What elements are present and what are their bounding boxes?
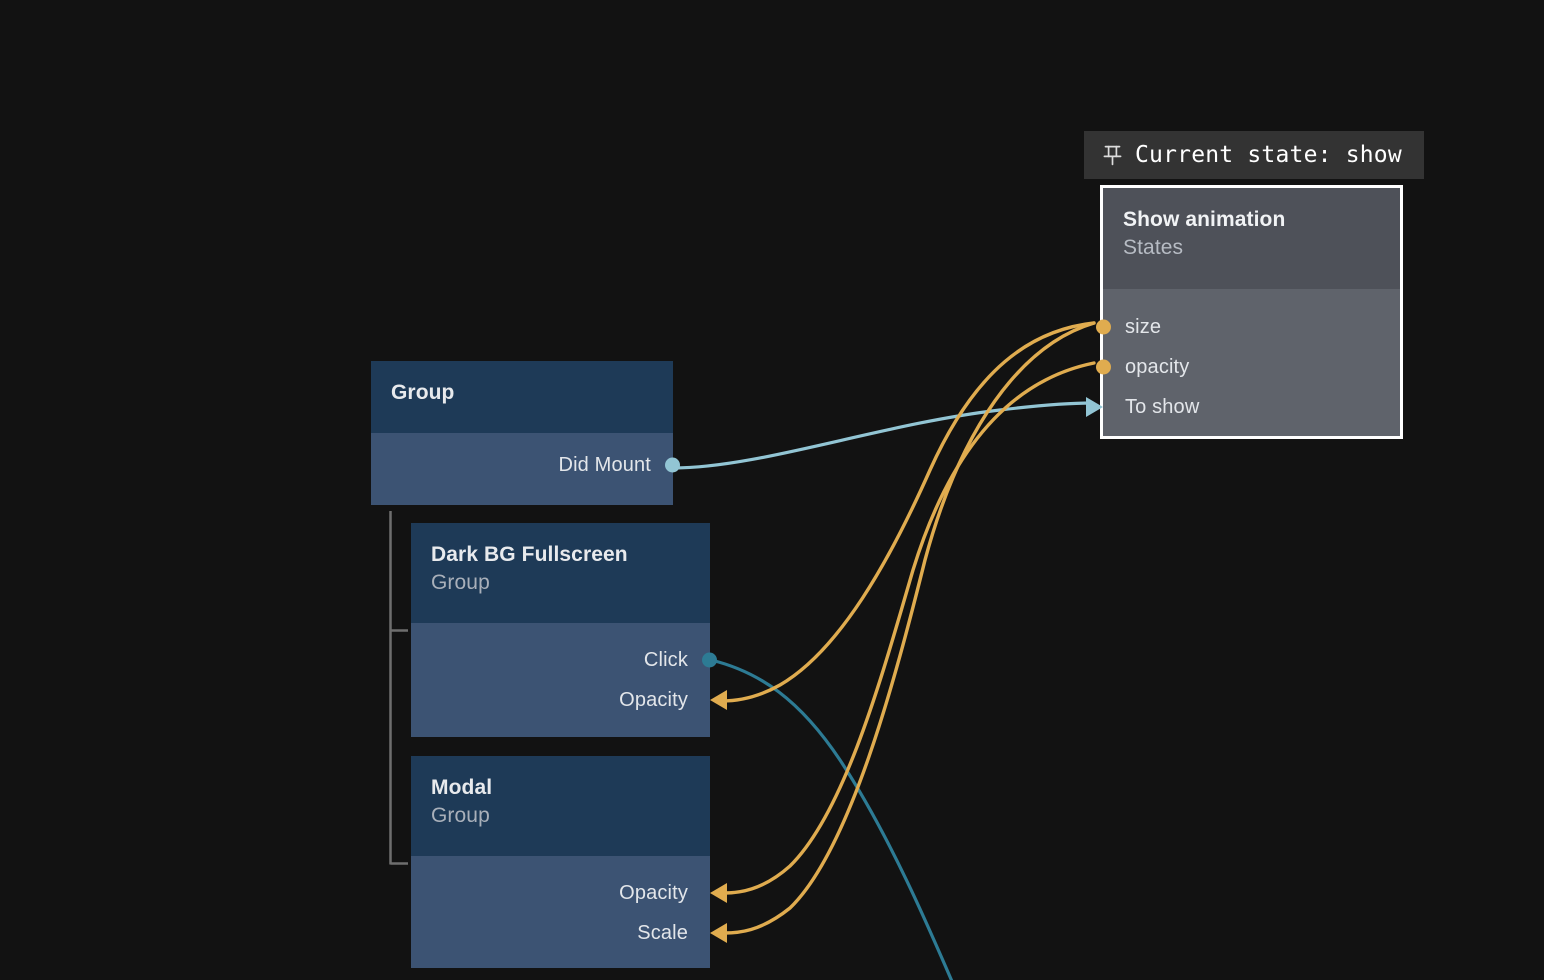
current-state-tooltip[interactable]: Current state: show <box>1084 131 1424 179</box>
node-group-title: Group <box>391 381 455 404</box>
port-dot-opacity[interactable] <box>1096 359 1111 375</box>
node-show-animation-subtitle: States <box>1123 235 1184 259</box>
port-row-click[interactable]: Click <box>411 640 717 680</box>
edge-didmount-to-show <box>671 401 1094 470</box>
node-group-header: Group <box>371 361 673 433</box>
port-row-opacity[interactable]: opacity <box>1096 347 1400 387</box>
node-dark-bg-fullscreen-header: Dark BG Fullscreen Group <box>411 523 710 623</box>
edge-size-to-modal-scale <box>722 321 1096 935</box>
node-modal[interactable]: Modal Group Opacity Scale <box>411 756 727 968</box>
port-dot-click[interactable] <box>702 652 717 668</box>
node-dark-bg-fullscreen-subtitle: Group <box>431 570 490 594</box>
port-row-darkbg-opacity[interactable]: Opacity <box>411 680 727 720</box>
node-show-animation-header: Show animation States <box>1103 188 1400 289</box>
node-modal-title: Modal <box>431 776 493 799</box>
node-modal-header: Modal Group <box>411 756 710 856</box>
port-label-click: Click <box>643 648 688 671</box>
node-show-animation-body: size opacity To show <box>1086 289 1400 436</box>
port-row-size[interactable]: size <box>1096 307 1400 347</box>
port-arrow-darkbg-opacity[interactable] <box>710 690 727 710</box>
port-arrow-modal-scale[interactable] <box>710 923 727 943</box>
port-row-did-mount[interactable]: Did Mount <box>371 445 680 485</box>
edge-opacity-to-modal-opacity <box>722 361 1096 895</box>
port-row-modal-scale[interactable]: Scale <box>411 913 727 953</box>
node-dark-bg-fullscreen-title: Dark BG Fullscreen <box>431 543 628 566</box>
node-dark-bg-fullscreen[interactable]: Dark BG Fullscreen Group Click Opacity <box>411 523 727 737</box>
node-group-body: Did Mount <box>371 433 680 505</box>
port-row-to-show[interactable]: To show <box>1086 387 1400 427</box>
port-arrow-modal-opacity[interactable] <box>710 883 727 903</box>
pin-icon <box>1102 142 1122 168</box>
port-dot-did-mount[interactable] <box>665 457 680 473</box>
node-show-animation-title: Show animation <box>1123 208 1286 231</box>
port-label-modal-scale: Scale <box>637 921 688 944</box>
node-modal-subtitle: Group <box>431 803 490 827</box>
node-dark-bg-fullscreen-body: Click Opacity <box>411 623 727 737</box>
port-label-opacity: opacity <box>1125 355 1190 378</box>
port-label-to-show: To show <box>1125 395 1200 418</box>
port-arrow-to-show[interactable] <box>1086 397 1103 417</box>
port-label-modal-opacity: Opacity <box>619 881 688 904</box>
port-dot-size[interactable] <box>1096 319 1111 335</box>
edge-click-outgoing <box>709 658 954 980</box>
port-label-darkbg-opacity: Opacity <box>619 688 688 711</box>
port-label-did-mount: Did Mount <box>558 453 651 476</box>
node-group[interactable]: Group Did Mount <box>371 361 680 505</box>
current-state-tooltip-text: Current state: show <box>1135 141 1402 168</box>
port-row-modal-opacity[interactable]: Opacity <box>411 873 727 913</box>
port-label-size: size <box>1125 315 1162 338</box>
edge-size-to-darkbg-opacity <box>720 321 1096 703</box>
node-modal-body: Opacity Scale <box>411 856 727 968</box>
node-show-animation[interactable]: Show animation States size opacity To sh… <box>1086 185 1403 439</box>
